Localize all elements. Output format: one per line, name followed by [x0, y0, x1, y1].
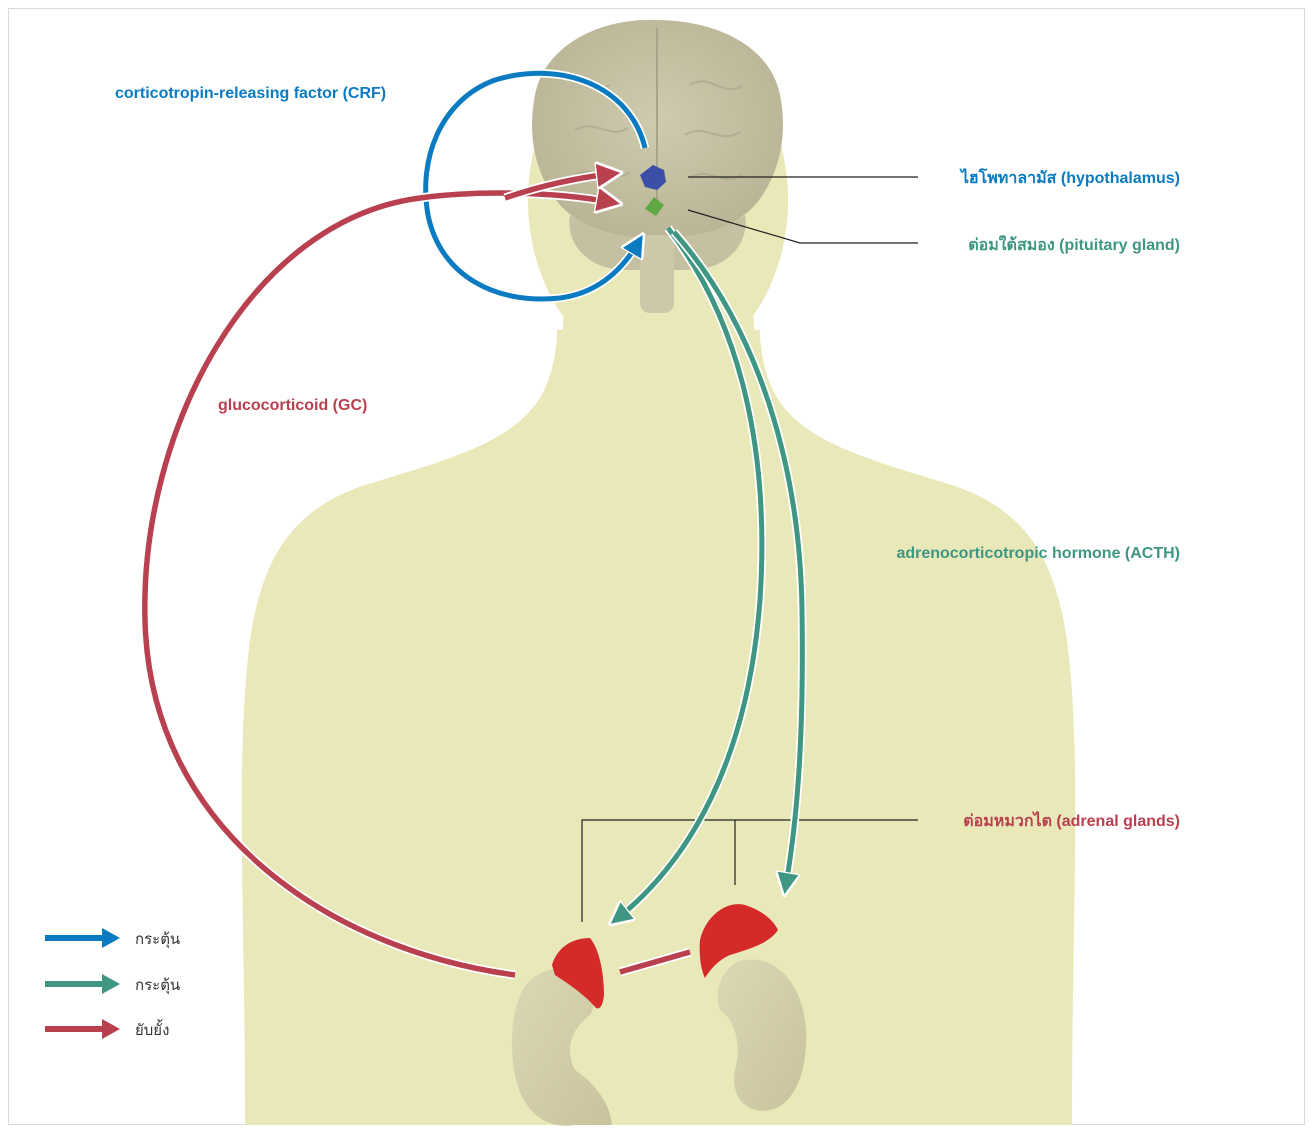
pituitary-label: ต่อมใต้สมอง (pituitary gland): [968, 235, 1180, 254]
legend-item-crf: กระตุ้น: [45, 928, 180, 949]
adrenal-label: ต่อมหมวกไต (adrenal glands): [963, 811, 1180, 830]
legend-swatch-blue-arrowhead: [102, 928, 120, 948]
legend-swatch-green-arrowhead: [102, 974, 120, 994]
legend-swatch-green-arrow: [45, 981, 105, 987]
brainstem: [640, 235, 674, 313]
legend-label-green: กระตุ้น: [135, 976, 180, 995]
legend: กระตุ้น กระตุ้น ยับยั้ง: [45, 928, 180, 1039]
legend-swatch-red-arrow: [45, 1026, 105, 1032]
hypothalamus-label: ไฮโพทาลามัส (hypothalamus): [959, 167, 1180, 187]
legend-item-acth: กระตุ้น: [45, 974, 180, 995]
legend-swatch-blue-arrow: [45, 935, 105, 941]
legend-item-gc: ยับยั้ง: [45, 1019, 169, 1039]
acth-label: adrenocorticotropic hormone (ACTH): [896, 545, 1180, 562]
legend-swatch-red-arrowhead: [102, 1019, 120, 1039]
crf-label: corticotropin-releasing factor (CRF): [115, 85, 386, 102]
legend-label-red: ยับยั้ง: [135, 1019, 169, 1039]
torso: [242, 330, 1076, 1125]
legend-label-blue: กระตุ้น: [135, 930, 180, 949]
gc-label: glucocorticoid (GC): [218, 397, 367, 414]
